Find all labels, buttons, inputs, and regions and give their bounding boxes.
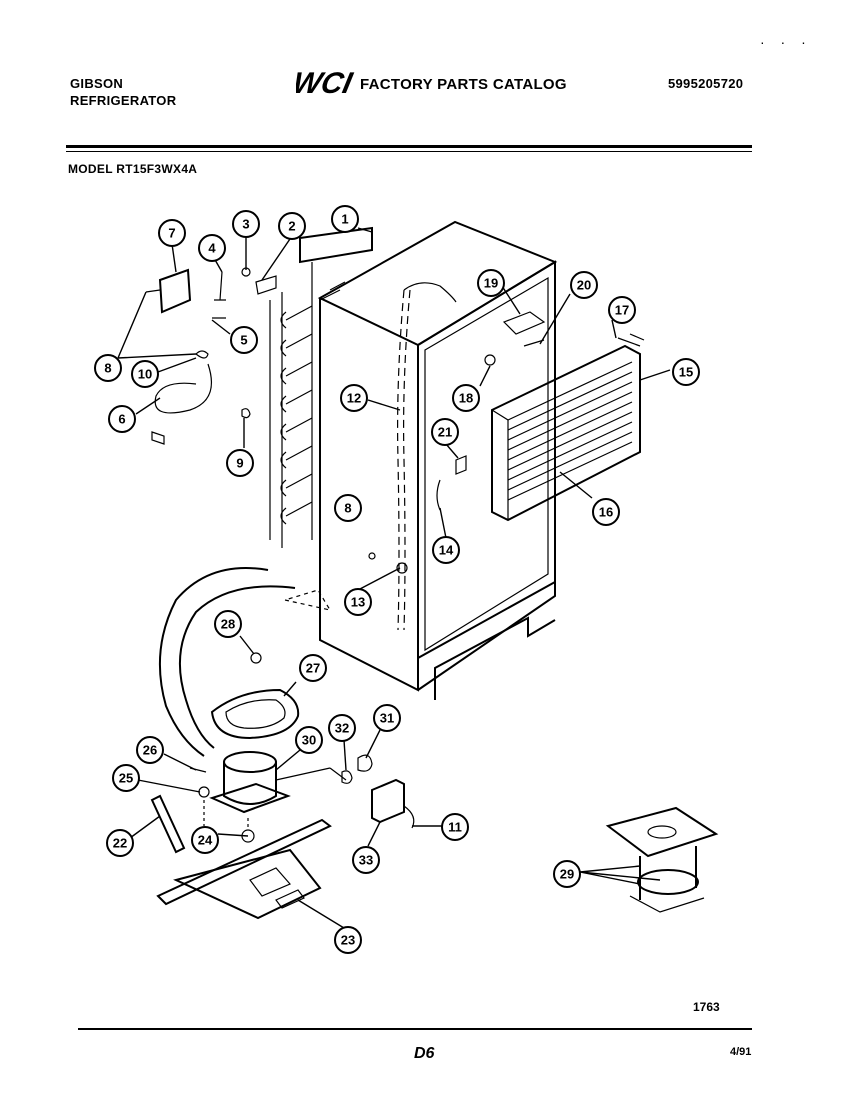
svg-text:8: 8: [104, 361, 111, 376]
callout-28: 28: [214, 610, 242, 638]
callout-33: 33: [352, 846, 380, 874]
svg-text:17: 17: [615, 303, 629, 318]
callout-2: 2: [278, 212, 306, 240]
svg-text:11: 11: [448, 820, 462, 835]
callout-32: 32: [328, 714, 356, 742]
catalog-title: FACTORY PARTS CATALOG: [360, 76, 567, 93]
callout-1: 1: [331, 205, 359, 233]
drain-hose-and-pan: [158, 567, 332, 757]
callout-20: 20: [570, 271, 598, 299]
callout-8-lower: 8: [334, 494, 362, 522]
refrigerator-cabinet: [317, 220, 558, 700]
callout-14: 14: [432, 536, 460, 564]
callout-19: 19: [477, 269, 505, 297]
svg-text:21: 21: [438, 425, 452, 440]
callout-23: 23: [334, 926, 362, 954]
page-code: D6: [414, 1045, 435, 1062]
callout-15: 15: [672, 358, 700, 386]
callout-4: 4: [198, 234, 226, 262]
callout-8-upper: 8: [94, 354, 122, 382]
callout-5: 5: [230, 326, 258, 354]
svg-text:2: 2: [288, 219, 295, 234]
svg-text:6: 6: [118, 412, 125, 427]
svg-text:5: 5: [240, 333, 247, 348]
header-rule-thin: [66, 151, 752, 152]
svg-text:22: 22: [113, 836, 127, 851]
revision-date: 4/91: [730, 1046, 752, 1058]
svg-text:33: 33: [359, 853, 373, 868]
callout-30: 30: [295, 726, 323, 754]
callout-9: 9: [226, 449, 254, 477]
callout-6: 6: [108, 405, 136, 433]
model-number: MODEL RT15F3WX4A: [68, 162, 198, 176]
small-parts: [145, 267, 546, 574]
svg-text:25: 25: [119, 771, 133, 786]
callout-17: 17: [608, 296, 636, 324]
diagram-number: 1763: [693, 1000, 720, 1014]
svg-text:3: 3: [242, 217, 249, 232]
callout-29: 29: [553, 860, 581, 888]
product-type: REFRIGERATOR: [70, 93, 177, 108]
callout-18: 18: [452, 384, 480, 412]
callout-26: 26: [136, 736, 164, 764]
svg-text:26: 26: [143, 743, 157, 758]
svg-text:23: 23: [341, 933, 355, 948]
svg-text:9: 9: [236, 456, 243, 471]
callout-16: 16: [592, 498, 620, 526]
callout-31: 31: [373, 704, 401, 732]
condenser-fan-motor: [605, 806, 719, 913]
svg-text:10: 10: [138, 367, 152, 382]
callout-24: 24: [191, 826, 219, 854]
callout-12: 12: [340, 384, 368, 412]
svg-text:8: 8: [344, 501, 351, 516]
header-rule-thick: [66, 145, 752, 148]
svg-text:28: 28: [221, 617, 235, 632]
relay-and-overload: [341, 754, 415, 829]
callout-7: 7: [158, 219, 186, 247]
callout-22: 22: [106, 829, 134, 857]
svg-text:19: 19: [484, 276, 498, 291]
scan-dots: · · ·: [760, 34, 812, 50]
catalog-part-number: 5995205720: [668, 76, 744, 91]
footer-rule: [78, 1028, 752, 1030]
svg-text:15: 15: [679, 365, 693, 380]
svg-text:31: 31: [380, 711, 394, 726]
terminal-cover: [150, 794, 186, 854]
svg-text:20: 20: [577, 278, 591, 293]
callout-25: 25: [112, 764, 140, 792]
callout-10: 10: [131, 360, 159, 388]
svg-text:14: 14: [439, 543, 454, 558]
callout-21: 21: [431, 418, 459, 446]
svg-text:18: 18: [459, 391, 473, 406]
svg-text:30: 30: [302, 733, 316, 748]
svg-text:4: 4: [208, 241, 216, 256]
callout-3: 3: [232, 210, 260, 238]
svg-text:7: 7: [168, 226, 175, 241]
callout-13: 13: [344, 588, 372, 616]
svg-text:13: 13: [351, 595, 365, 610]
brand-name: GIBSON: [70, 76, 124, 91]
svg-text:24: 24: [198, 833, 213, 848]
evaporator-coil: [491, 333, 645, 522]
svg-text:29: 29: [560, 867, 574, 882]
compressor-mounting-base: [156, 818, 332, 920]
svg-text:WCI: WCI: [296, 67, 355, 100]
callout-27: 27: [299, 654, 327, 682]
svg-text:1: 1: [341, 212, 348, 227]
wci-logo: WCI: [296, 67, 355, 100]
svg-text:32: 32: [335, 721, 349, 736]
svg-text:27: 27: [306, 661, 320, 676]
svg-text:16: 16: [599, 505, 613, 520]
svg-text:12: 12: [347, 391, 361, 406]
callout-11: 11: [441, 813, 469, 841]
